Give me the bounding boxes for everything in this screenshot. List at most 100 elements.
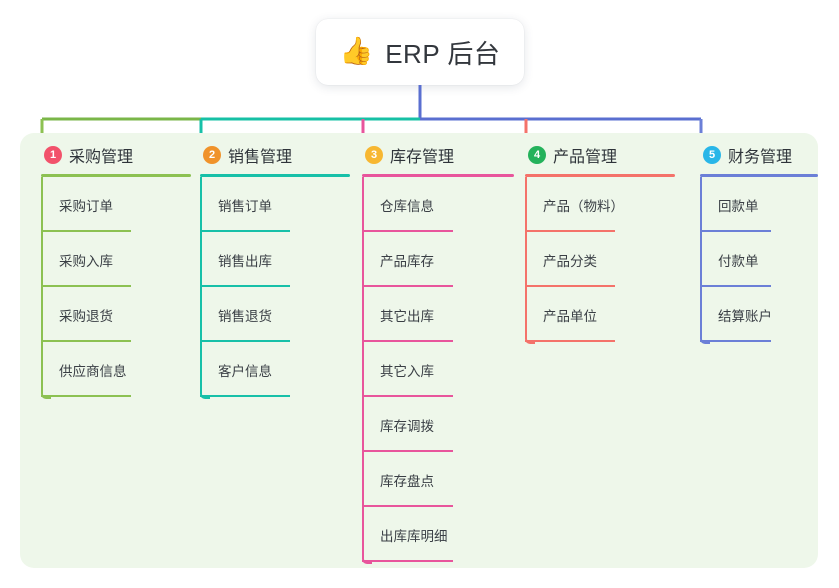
item-label: 产品库存 (380, 253, 434, 269)
list-item[interactable]: 其它出库 (362, 287, 514, 342)
column-number-badge: 5 (703, 146, 721, 164)
root-node[interactable]: 👍 ERP 后台 (316, 19, 524, 85)
item-underline (200, 395, 290, 397)
column-销售管理: 2 销售管理销售订单销售出库销售退货客户信息 (200, 142, 350, 399)
column-title: 采购管理 (69, 149, 134, 166)
item-connector (362, 287, 364, 342)
item-connector (200, 287, 202, 342)
list-item[interactable]: 仓库信息 (362, 177, 514, 232)
item-label: 仓库信息 (380, 198, 434, 214)
list-item[interactable]: 库存盘点 (362, 452, 514, 507)
list-item[interactable]: 付款单 (700, 232, 818, 287)
item-connector (362, 397, 364, 452)
item-underline (362, 560, 453, 562)
list-item[interactable]: 产品单位 (525, 287, 675, 344)
list-item[interactable]: 结算账户 (700, 287, 818, 344)
item-label: 出库库明细 (380, 528, 448, 544)
item-label: 回款单 (718, 198, 759, 214)
column-title: 财务管理 (728, 149, 793, 166)
list-item[interactable]: 客户信息 (200, 342, 350, 399)
list-item[interactable]: 回款单 (700, 177, 818, 232)
item-connector (200, 232, 202, 287)
column-number-badge: 2 (203, 146, 221, 164)
column-header-rule (700, 174, 818, 177)
list-item[interactable]: 销售订单 (200, 177, 350, 232)
item-underline (700, 230, 771, 232)
column-财务管理: 5 财务管理回款单付款单结算账户 (700, 142, 818, 344)
item-underline (200, 230, 290, 232)
item-connector (362, 232, 364, 287)
item-underline (362, 230, 453, 232)
item-connector (362, 507, 372, 564)
list-item[interactable]: 销售退货 (200, 287, 350, 342)
item-label: 其它出库 (380, 308, 434, 324)
item-label: 产品单位 (543, 308, 597, 324)
column-item-list: 销售订单销售出库销售退货客户信息 (200, 177, 350, 399)
item-label: 供应商信息 (59, 363, 127, 379)
item-underline (41, 285, 131, 287)
item-connector (525, 287, 535, 344)
list-item[interactable]: 库存调拨 (362, 397, 514, 452)
column-item-list: 产品（物料） 产品分类产品单位 (525, 177, 675, 344)
list-item[interactable]: 采购入库 (41, 232, 191, 287)
list-item[interactable]: 出库库明细 (362, 507, 514, 564)
item-connector (200, 177, 202, 232)
list-item[interactable]: 供应商信息 (41, 342, 191, 399)
item-label: 采购入库 (59, 253, 113, 269)
item-connector (362, 342, 364, 397)
item-connector (525, 232, 527, 287)
item-label: 产品分类 (543, 253, 597, 269)
column-item-list: 回款单付款单结算账户 (700, 177, 818, 344)
item-underline (41, 340, 131, 342)
item-connector (700, 177, 702, 232)
column-item-list: 仓库信息产品库存其它出库其它入库库存调拨库存盘点出库库明细 (362, 177, 514, 564)
item-connector (41, 342, 51, 399)
list-item[interactable]: 产品分类 (525, 232, 675, 287)
branches-panel (20, 133, 818, 568)
item-underline (362, 395, 453, 397)
column-采购管理: 1 采购管理采购订单采购入库采购退货供应商信息 (41, 142, 191, 399)
item-underline (362, 285, 453, 287)
list-item[interactable]: 产品（物料） (525, 177, 675, 232)
item-underline (525, 285, 615, 287)
item-underline (700, 285, 771, 287)
list-item[interactable]: 采购订单 (41, 177, 191, 232)
item-connector (362, 452, 364, 507)
item-underline (41, 395, 131, 397)
column-header-rule (362, 174, 514, 177)
column-number-badge: 4 (528, 146, 546, 164)
list-item[interactable]: 其它入库 (362, 342, 514, 397)
item-connector (41, 232, 43, 287)
list-item[interactable]: 销售出库 (200, 232, 350, 287)
item-label: 采购订单 (59, 198, 113, 214)
item-label: 销售退货 (218, 308, 272, 324)
column-header[interactable]: 1 采购管理 (41, 142, 191, 168)
item-label: 结算账户 (718, 308, 772, 324)
column-title: 销售管理 (228, 149, 293, 166)
item-underline (200, 285, 290, 287)
column-header[interactable]: 5 财务管理 (700, 142, 818, 168)
item-connector (200, 342, 210, 399)
item-label: 其它入库 (380, 363, 434, 379)
item-underline (525, 340, 615, 342)
column-title: 库存管理 (390, 149, 455, 166)
column-header[interactable]: 2 销售管理 (200, 142, 350, 168)
item-connector (700, 287, 710, 344)
column-header-rule (525, 174, 675, 177)
item-connector (700, 232, 702, 287)
item-label: 销售订单 (218, 198, 272, 214)
item-label: 产品（物料） (543, 198, 624, 214)
item-underline (200, 340, 290, 342)
column-number-badge: 1 (44, 146, 62, 164)
list-item[interactable]: 采购退货 (41, 287, 191, 342)
item-label: 付款单 (718, 253, 759, 269)
column-header-rule (200, 174, 350, 177)
list-item[interactable]: 产品库存 (362, 232, 514, 287)
item-label: 客户信息 (218, 363, 272, 379)
item-label: 库存盘点 (380, 473, 434, 489)
